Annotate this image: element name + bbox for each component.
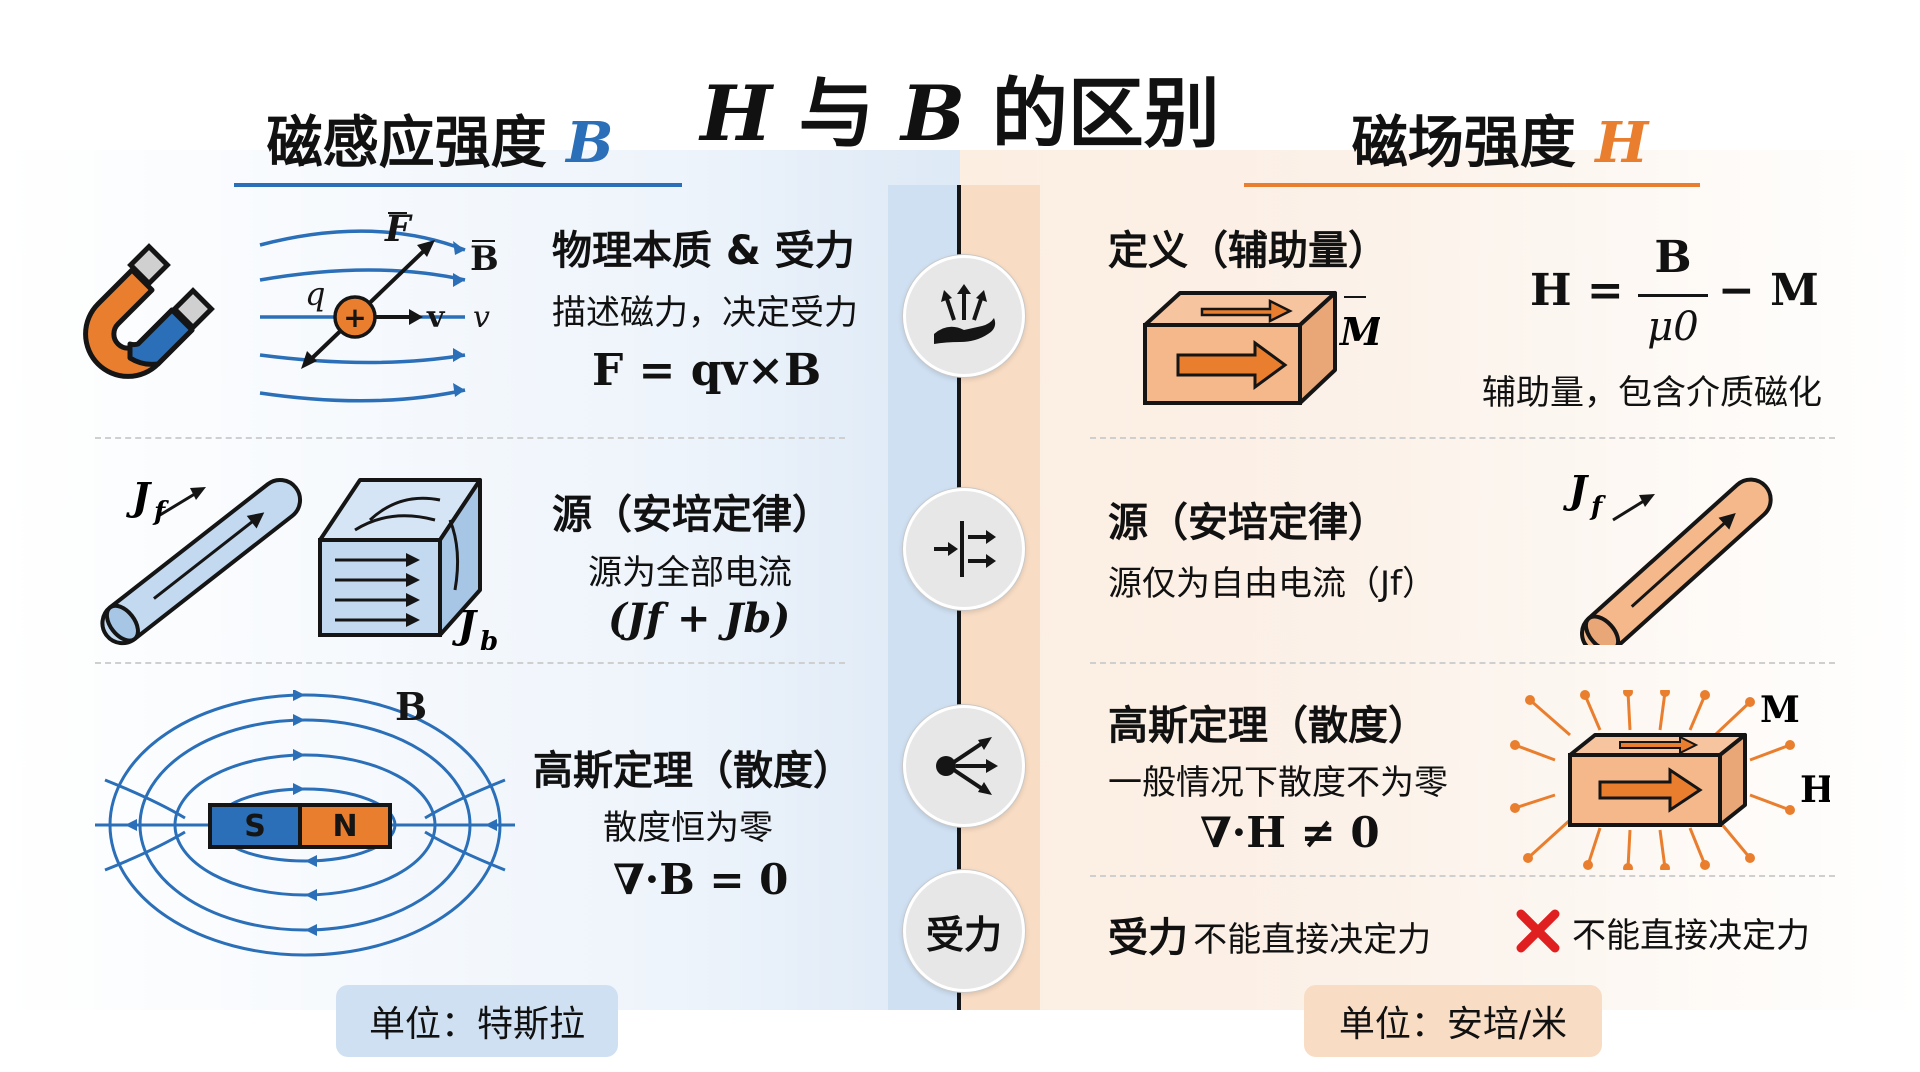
magnetized-block-field-diagram: M H bbox=[1510, 690, 1830, 870]
left-row2-title: 源（安培定律） bbox=[552, 492, 832, 538]
jf-subscript: f bbox=[152, 497, 169, 527]
h-definition-numerator: B bbox=[1654, 232, 1692, 283]
block-h-label: H bbox=[1800, 769, 1830, 811]
lorentz-formula: F = qv×B bbox=[592, 345, 822, 396]
right-row2-desc: 源仅为自由电流（Jf） bbox=[1108, 564, 1436, 604]
left-separator-1 bbox=[95, 437, 845, 439]
jb-subscript: b bbox=[480, 627, 498, 650]
field-b-label: B bbox=[395, 690, 427, 729]
right-row4-desc: 不能直接决定力 bbox=[1193, 920, 1432, 960]
current-wire-and-block-diagram: J f J b bbox=[100, 474, 498, 650]
right-row3-desc: 一般情况下散度不为零 bbox=[1108, 763, 1448, 803]
magnetization-m-label: M bbox=[1338, 309, 1380, 354]
right-row3-title: 高斯定理（散度） bbox=[1108, 703, 1428, 749]
free-current-wire-diagram: J f bbox=[1563, 467, 1773, 645]
h-definition-rhs: − M bbox=[1718, 265, 1819, 316]
right-separator-2 bbox=[1090, 662, 1835, 664]
left-row1-title: 物理本质 & 受力 bbox=[552, 228, 855, 274]
velocity-label: v bbox=[426, 300, 446, 335]
right-row4-note: 不能直接决定力 bbox=[1572, 916, 1810, 956]
force-center-badge: 受力 bbox=[903, 870, 1025, 992]
jf-label: J bbox=[126, 474, 153, 519]
left-unit-badge: 单位：特斯拉 bbox=[336, 985, 618, 1057]
source-arrows-icon bbox=[903, 488, 1025, 610]
lorentz-force-diagram: + F B q v v bbox=[259, 208, 499, 403]
fraction-bar bbox=[1638, 294, 1708, 297]
right-heading: 磁场强度 H bbox=[1351, 110, 1649, 176]
right-separator-1 bbox=[1090, 437, 1835, 439]
page-title: H 与 B 的区别 bbox=[700, 69, 1220, 158]
charge-plus-label: + bbox=[343, 301, 366, 334]
north-pole-label: N bbox=[332, 809, 357, 844]
h-definition-denominator: μ0 bbox=[1647, 304, 1699, 350]
right-row2-title: 源（安培定律） bbox=[1108, 500, 1388, 546]
gauss-b-formula: ∇·B = 0 bbox=[613, 855, 789, 904]
left-row3-title: 高斯定理（散度） bbox=[533, 748, 853, 794]
right-row4-text: 受力 不能直接决定力 bbox=[1108, 905, 1431, 963]
left-heading-underline bbox=[234, 183, 682, 187]
gauss-h-formula: ∇·H ≠ 0 bbox=[1200, 808, 1380, 857]
bar-magnet-field-lines-diagram: S N B bbox=[95, 690, 515, 957]
force-center-label: 受力 bbox=[925, 912, 1002, 957]
force-vector-label: F bbox=[384, 208, 413, 250]
divergence-icon bbox=[903, 705, 1025, 827]
left-heading: 磁感应强度 B bbox=[266, 110, 614, 176]
cross-icon bbox=[1516, 909, 1560, 953]
right-separator-3 bbox=[1090, 875, 1835, 877]
h-definition-lhs: H = bbox=[1530, 265, 1624, 316]
left-row1-desc: 描述磁力，决定受力 bbox=[552, 293, 858, 333]
left-row3-desc: 散度恒为零 bbox=[603, 808, 773, 848]
charge-q-label: q bbox=[305, 275, 325, 313]
right-jf-subscript: f bbox=[1589, 492, 1606, 522]
horseshoe-magnet-icon bbox=[83, 243, 215, 379]
block-m-label: M bbox=[1760, 690, 1800, 731]
right-row4-title: 受力 bbox=[1108, 915, 1188, 961]
right-row1-title: 定义（辅助量） bbox=[1108, 228, 1388, 274]
right-panel-background bbox=[960, 150, 1920, 1010]
right-unit-badge: 单位：安培/米 bbox=[1304, 985, 1602, 1057]
hand-force-icon bbox=[903, 255, 1025, 377]
b-vector-label: B bbox=[470, 239, 499, 279]
left-separator-2 bbox=[95, 662, 845, 664]
south-pole-label: S bbox=[244, 809, 266, 844]
right-heading-underline bbox=[1244, 183, 1700, 187]
right-jf-label: J bbox=[1563, 467, 1590, 512]
total-current-formula: (Jf + Jb) bbox=[608, 595, 791, 642]
left-row2-desc: 源为全部电流 bbox=[588, 553, 792, 593]
magnetization-block-diagram: M bbox=[1143, 291, 1380, 405]
velocity-italic-label: v bbox=[473, 300, 490, 335]
right-row1-desc: 辅助量，包含介质磁化 bbox=[1482, 373, 1822, 413]
